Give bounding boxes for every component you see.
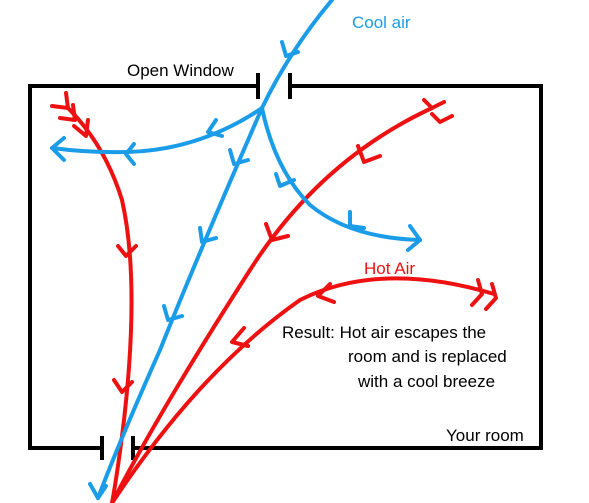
- open-window-label: Open Window: [127, 61, 234, 80]
- cool-chevron-1: [280, 40, 300, 58]
- cool-chevron-4: [228, 148, 250, 166]
- cool-stream-down: [96, 106, 264, 500]
- cool-air-streams: [50, 0, 422, 500]
- hot-feather-right: [470, 278, 498, 311]
- hot-chevron-5: [264, 222, 290, 242]
- hot-feather-left: [50, 91, 77, 122]
- hot-feather-diagonal: [422, 98, 454, 124]
- cool-chevron-2: [206, 118, 224, 138]
- hot-chevron-7: [230, 326, 250, 348]
- room-walls: [28, 73, 543, 460]
- cool-stream-left: [50, 106, 264, 155]
- hot-stream-left: [66, 106, 134, 503]
- cool-chevron-3: [124, 142, 136, 166]
- cool-arrowhead-right: [406, 224, 422, 252]
- cool-chevron-8: [348, 210, 366, 230]
- result-line-3: with a cool breeze: [357, 372, 495, 391]
- hot-air-streams: [50, 91, 498, 503]
- result-line-2: room and is replaced: [348, 347, 507, 366]
- cool-chevron-5: [198, 226, 218, 244]
- cool-stream-right: [260, 106, 422, 242]
- hot-chevron-3: [112, 378, 134, 394]
- cool-chevron-6: [162, 304, 184, 322]
- hot-air-label: Hot Air: [364, 259, 415, 278]
- cool-arrowhead-left: [50, 136, 66, 162]
- cool-air-label: Cool air: [352, 13, 411, 32]
- hot-stream-diagonal: [110, 106, 434, 503]
- result-line-1: Result: Hot air escapes the: [282, 323, 486, 342]
- hot-chevron-1: [72, 118, 90, 138]
- your-room-label: Your room: [446, 426, 524, 445]
- hot-chevron-4: [356, 144, 382, 164]
- hot-chevron-6: [316, 282, 336, 304]
- cool-arrowhead-door: [88, 482, 108, 500]
- cool-chevron-7: [274, 172, 296, 188]
- hot-stream-right: [110, 276, 496, 503]
- hot-chevron-2: [116, 244, 138, 258]
